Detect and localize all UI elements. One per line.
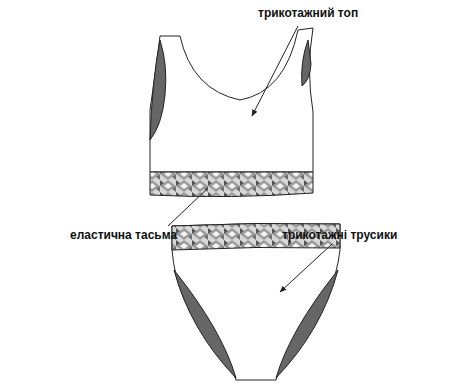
knit-briefs (172, 223, 340, 380)
knit-top (150, 28, 313, 197)
part-label: трикотажний топ (258, 6, 358, 20)
leader-line (280, 244, 332, 292)
part-label: еластична тасьма (70, 228, 177, 242)
leader-line (168, 188, 208, 226)
part-label: трикотажні трусики (282, 228, 397, 242)
top-elastic-band (150, 172, 313, 197)
leader-line (252, 26, 298, 116)
